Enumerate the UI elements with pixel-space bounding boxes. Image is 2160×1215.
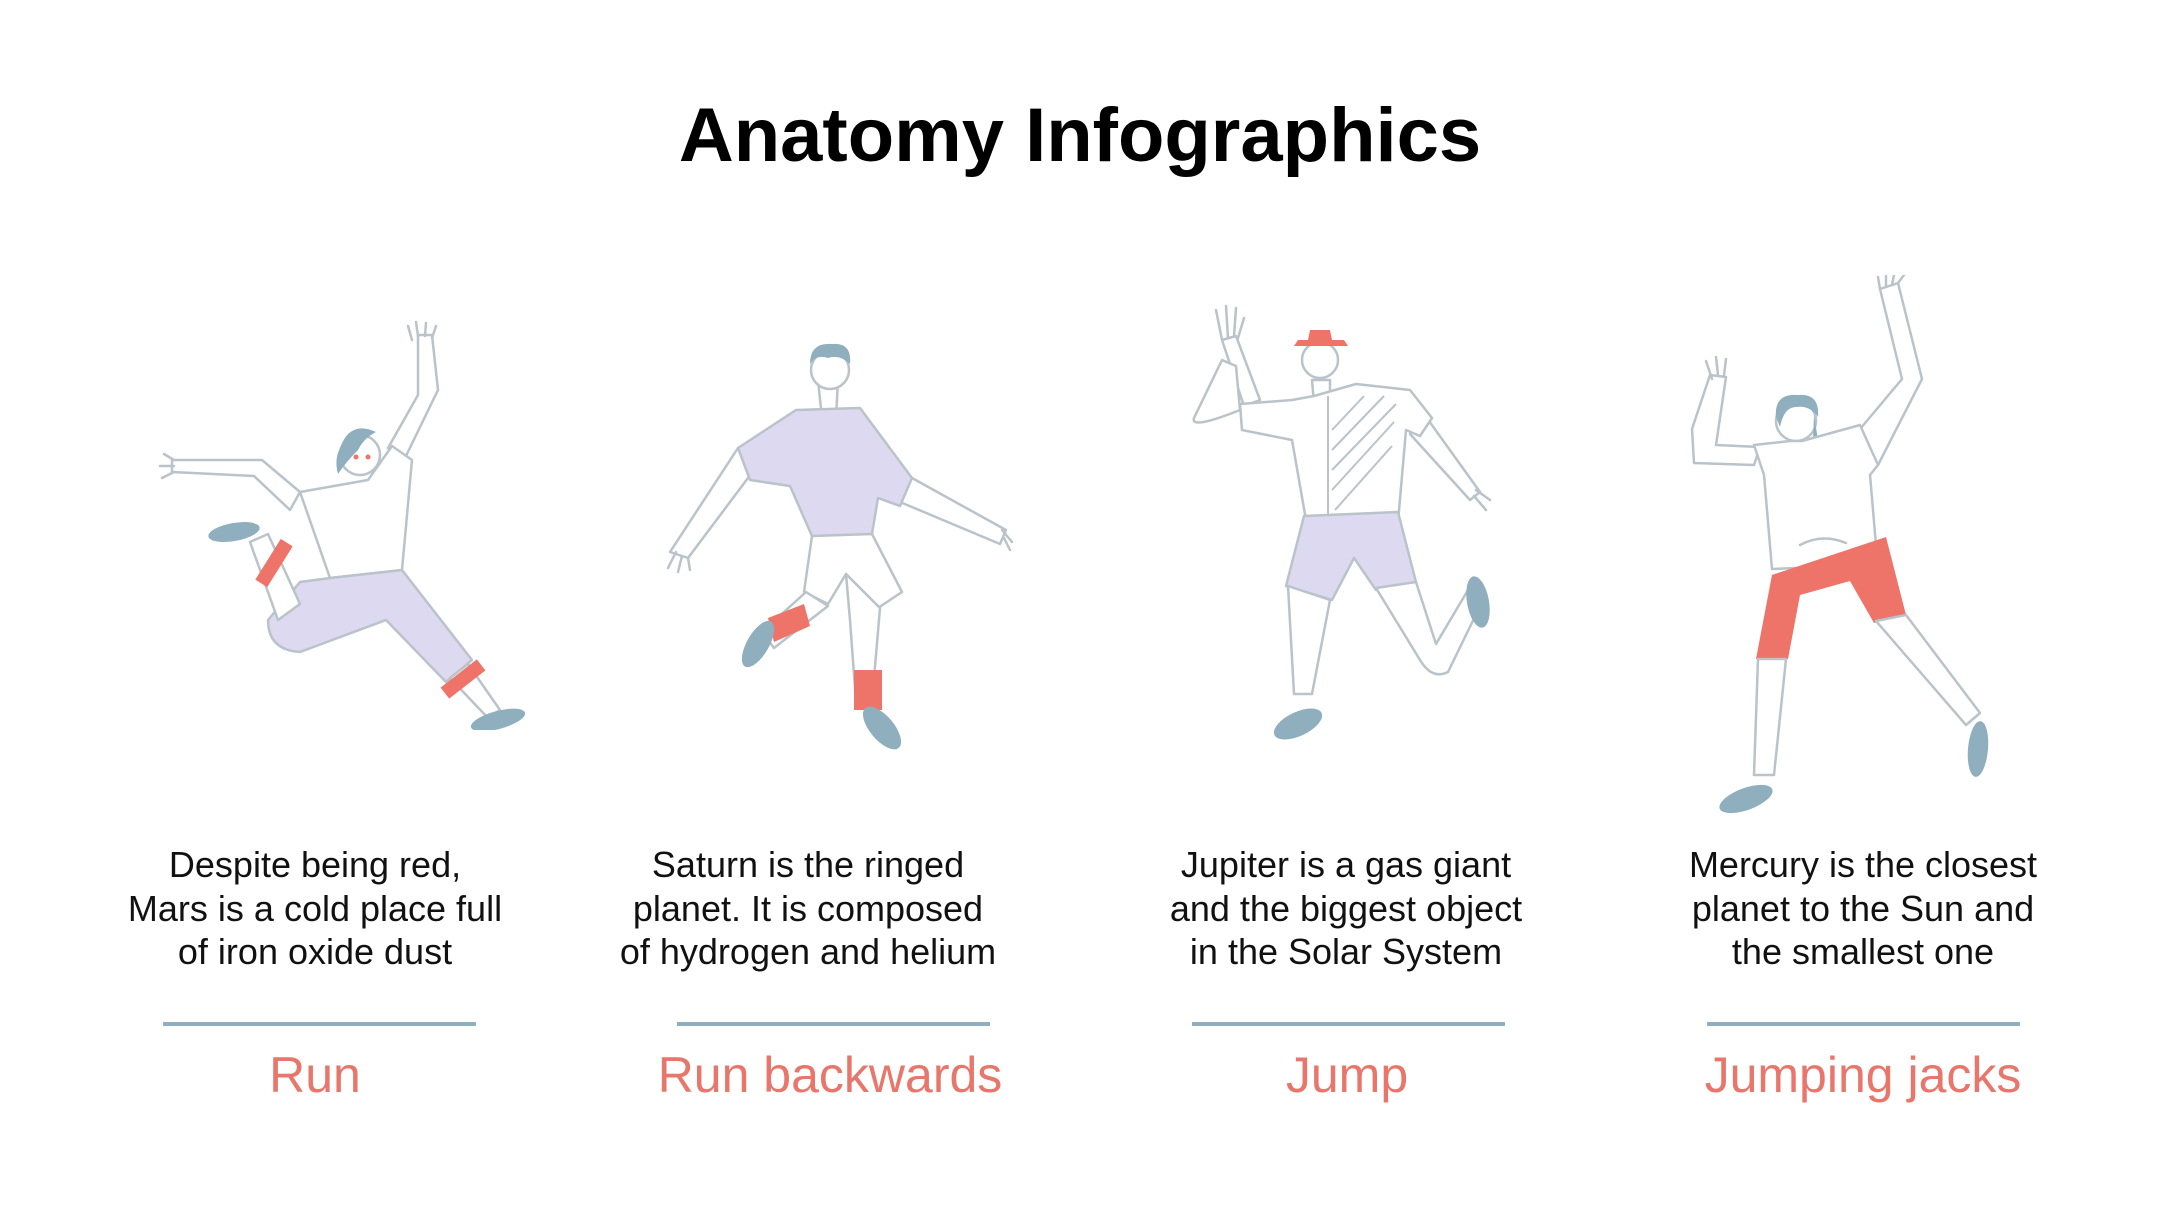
divider-run xyxy=(163,1022,476,1026)
description-jumping-jacks: Mercury is the closest planet to the Sun… xyxy=(1688,844,2038,972)
description-run-backwards: Saturn is the ringed planet. It is compo… xyxy=(619,844,997,972)
label-run-backwards: Run backwards xyxy=(657,1047,1003,1103)
figure-run-illustration xyxy=(158,320,526,730)
divider-jumping-jacks xyxy=(1707,1022,2020,1026)
divider-run-backwards xyxy=(677,1022,990,1026)
description-jump: Jupiter is a gas giant and the biggest o… xyxy=(1169,844,1523,972)
figure-jumping-jacks-illustration xyxy=(1690,275,1989,814)
figure-jump-illustration xyxy=(1192,304,1492,740)
page-title: Anatomy Infographics xyxy=(678,93,1482,178)
label-run: Run xyxy=(269,1047,361,1103)
label-jump: Jump xyxy=(1285,1047,1409,1103)
figure-run-backwards-illustration xyxy=(666,343,1014,750)
label-jumping-jacks: Jumping jacks xyxy=(1704,1047,2022,1103)
description-run: Despite being red, Mars is a cold place … xyxy=(127,844,503,972)
divider-jump xyxy=(1192,1022,1505,1026)
